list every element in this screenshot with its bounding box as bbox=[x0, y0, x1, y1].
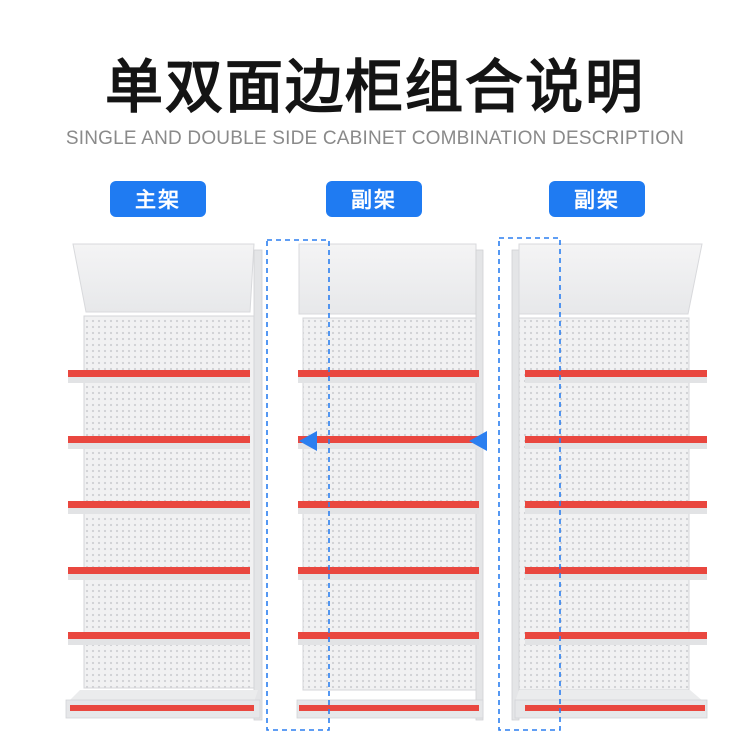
sub-rack-1 bbox=[296, 243, 484, 721]
shelf-underside bbox=[68, 639, 250, 645]
shelf-underside bbox=[525, 443, 707, 449]
join-marker-left bbox=[266, 239, 330, 731]
shelf-underside bbox=[298, 639, 479, 645]
shelf-underside bbox=[68, 508, 250, 514]
shelf-underside bbox=[525, 639, 707, 645]
shelf-main-2 bbox=[68, 436, 250, 443]
shelf-main-1 bbox=[68, 370, 250, 377]
shelf-sub2-1 bbox=[525, 370, 707, 377]
shelf-underside bbox=[68, 574, 250, 580]
sub-rack-2 bbox=[511, 243, 708, 721]
shelf-underside bbox=[298, 574, 479, 580]
page-subtitle: SINGLE AND DOUBLE SIDE CABINET COMBINATI… bbox=[65, 128, 685, 149]
page-title: 单双面边柜组合说明 bbox=[104, 53, 645, 121]
main-rack bbox=[65, 243, 263, 721]
shelf-sub2-4 bbox=[525, 567, 707, 574]
arrow-left-icon bbox=[299, 431, 317, 451]
shelf-underside bbox=[298, 377, 479, 383]
shelf-sub2-2 bbox=[525, 436, 707, 443]
shelf-sub1-4 bbox=[298, 567, 479, 574]
shelf-underside bbox=[525, 508, 707, 514]
arrow-left-icon bbox=[469, 431, 487, 451]
shelf-underside bbox=[298, 443, 479, 449]
shelf-sub1-1 bbox=[298, 370, 479, 377]
sub-rack-label-1: 副架 bbox=[326, 181, 422, 217]
main-rack-label: 主架 bbox=[110, 181, 206, 217]
shelf-main-4 bbox=[68, 567, 250, 574]
shelf-sub1-5 bbox=[298, 632, 479, 639]
shelf-underside bbox=[68, 443, 250, 449]
shelf-underside bbox=[525, 377, 707, 383]
shelf-sub2-5 bbox=[525, 632, 707, 639]
shelf-underside bbox=[298, 508, 479, 514]
shelf-sub2-3 bbox=[525, 501, 707, 508]
shelf-sub1-3 bbox=[298, 501, 479, 508]
shelf-main-5 bbox=[68, 632, 250, 639]
shelf-underside bbox=[525, 574, 707, 580]
shelf-underside bbox=[68, 377, 250, 383]
shelf-sub1-2 bbox=[298, 436, 479, 443]
join-marker-right bbox=[498, 237, 561, 731]
sub-rack-label-2: 副架 bbox=[549, 181, 645, 217]
shelf-main-3 bbox=[68, 501, 250, 508]
